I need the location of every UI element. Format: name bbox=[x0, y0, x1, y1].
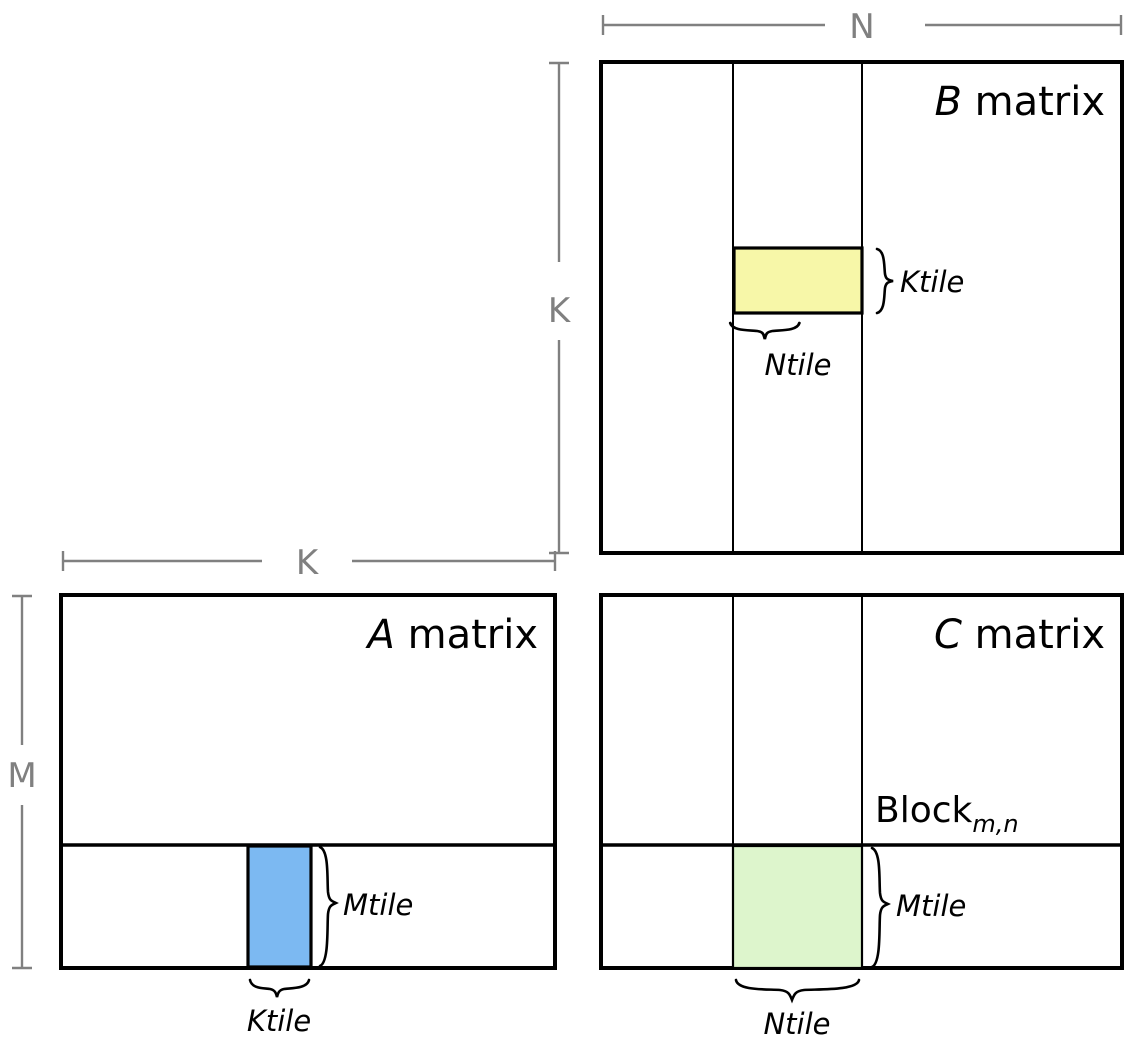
matrix-c-block-label: Blockm,n bbox=[875, 790, 1019, 838]
matrix-b-title-symbol: B bbox=[934, 79, 961, 125]
dimension-n-label: N bbox=[849, 7, 874, 47]
matrix-b-title-rest: matrix bbox=[962, 79, 1105, 125]
matrix-a-ktile-annotation: Ktile bbox=[247, 978, 311, 1038]
dimension-n: N bbox=[601, 7, 1123, 47]
matrix-c-mtile-annotation: Mtile bbox=[870, 846, 966, 969]
matrix-b-ntile-label: Ntile bbox=[764, 348, 831, 382]
matrix-b-title: B matrix bbox=[934, 79, 1105, 125]
matrix-b-ktile-annotation: Ktile bbox=[875, 247, 964, 315]
matrix-a: A matrix bbox=[59, 593, 557, 970]
dimension-m: M bbox=[7, 594, 37, 970]
matrix-c-ntile-label: Ntile bbox=[763, 1007, 830, 1041]
matrix-b-ktile-label: Ktile bbox=[900, 265, 964, 299]
matrix-a-tile bbox=[246, 844, 313, 969]
matrix-b-ntile-annotation: Ntile bbox=[728, 321, 832, 382]
dimension-k-vertical: K bbox=[548, 61, 572, 555]
matrix-b-ktile-brace bbox=[875, 247, 894, 315]
matrix-c-title-symbol: C bbox=[934, 612, 962, 658]
matrix-a-ktile-brace bbox=[248, 978, 311, 998]
matrix-a-title: A matrix bbox=[365, 612, 538, 658]
matrix-c-mtile-brace bbox=[870, 846, 891, 969]
matrix-c-tile bbox=[731, 844, 864, 970]
matrix-a-mtile-brace bbox=[318, 845, 339, 968]
matrix-b: B matrix bbox=[599, 60, 1124, 555]
matrix-c-title: C matrix bbox=[934, 612, 1105, 658]
matrix-c: C matrix Blockm,n bbox=[599, 593, 1124, 970]
dimension-k-horizontal-label: K bbox=[296, 543, 320, 583]
matrix-b-ntile-brace bbox=[728, 321, 801, 340]
matrix-c-ntile-brace bbox=[734, 978, 861, 1004]
matrix-c-block-label-text: Block bbox=[875, 790, 973, 831]
matrix-a-ktile-label: Ktile bbox=[247, 1004, 311, 1038]
matrix-a-mtile-annotation: Mtile bbox=[318, 845, 413, 968]
matrix-c-ntile-annotation: Ntile bbox=[734, 978, 861, 1041]
dimension-m-label: M bbox=[7, 756, 36, 796]
matrix-c-mtile-label: Mtile bbox=[896, 889, 966, 923]
dimension-k-vertical-label: K bbox=[548, 291, 572, 331]
matrix-a-title-symbol: A bbox=[365, 612, 395, 658]
matrix-a-mtile-label: Mtile bbox=[343, 888, 413, 922]
matrix-b-tile bbox=[732, 246, 864, 315]
matrix-a-title-rest: matrix bbox=[395, 612, 538, 658]
dimension-k-horizontal: K bbox=[61, 543, 557, 583]
matrix-c-block-label-subscript: m,n bbox=[972, 810, 1018, 838]
matrix-c-title-rest: matrix bbox=[962, 612, 1105, 658]
